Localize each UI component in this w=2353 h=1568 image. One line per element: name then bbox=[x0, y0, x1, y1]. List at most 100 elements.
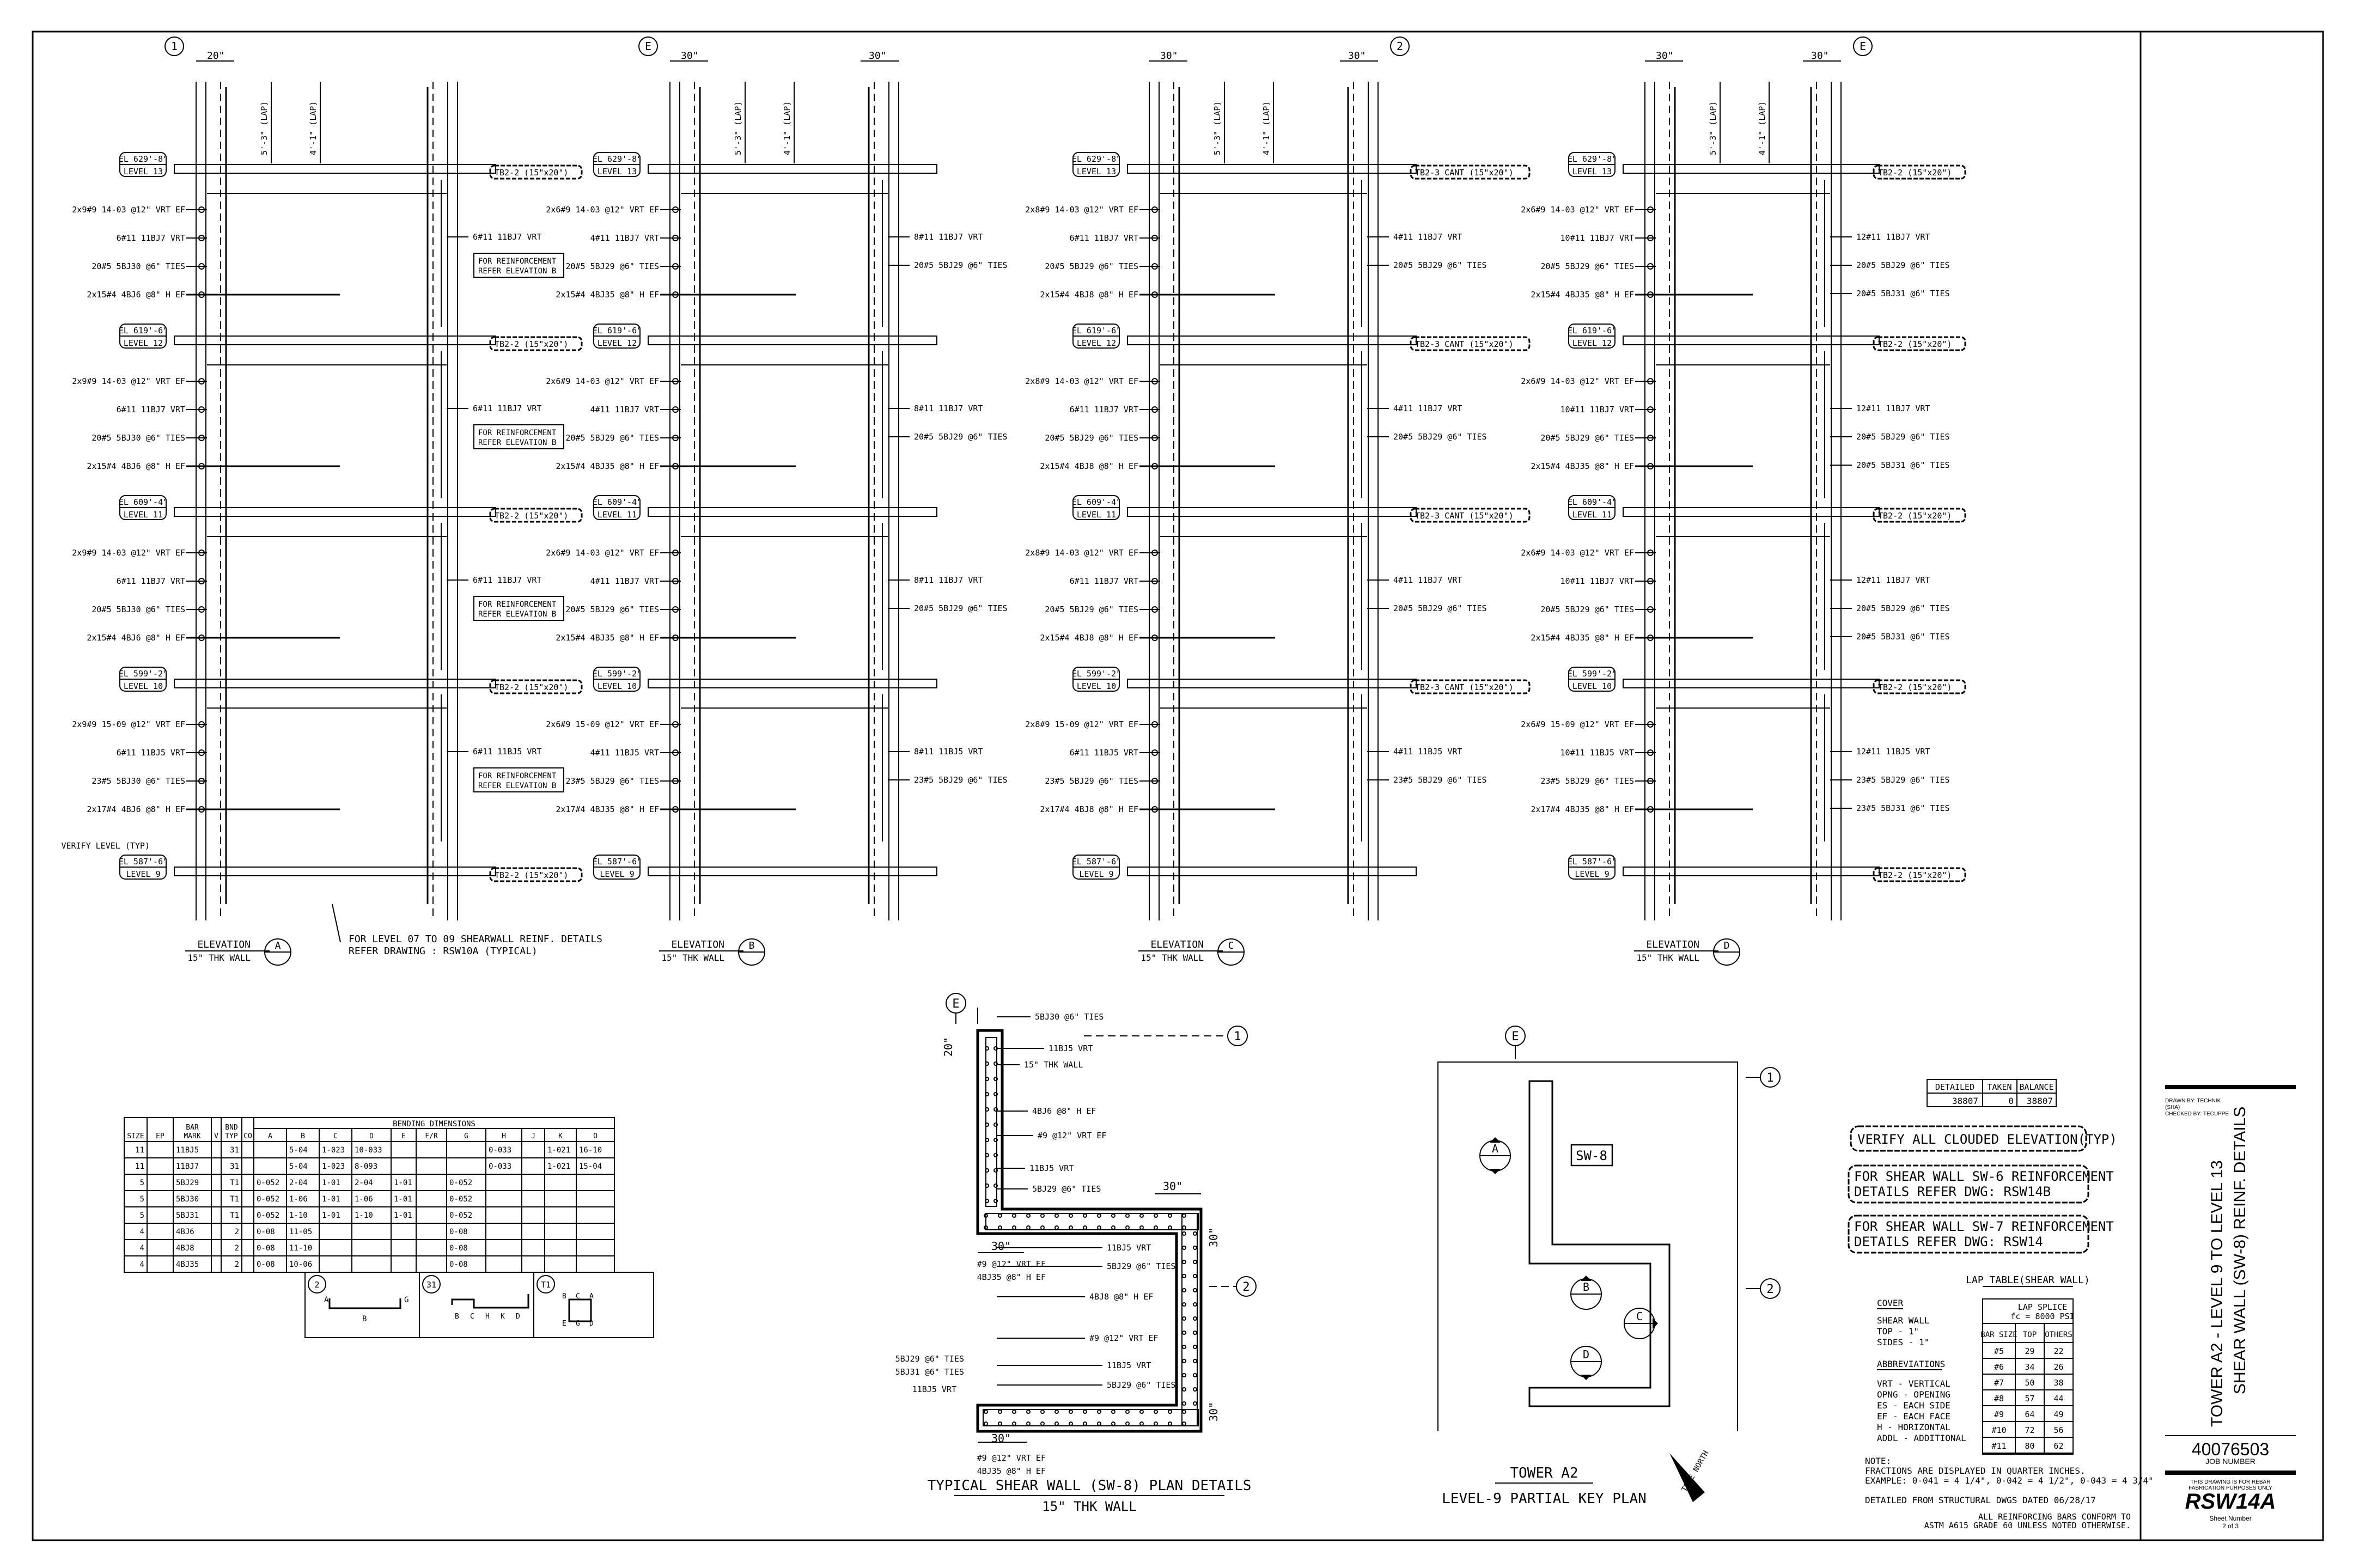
svg-text:G: G bbox=[404, 1296, 409, 1304]
level-name: LEVEL 12 bbox=[598, 338, 637, 348]
rebar-label-left: 2x8#9 14-03 @12" VRT EF bbox=[1025, 205, 1138, 215]
plan-label-left: 5BJ31 @6" TIES bbox=[895, 1367, 964, 1377]
level-tag: EL 629'-8"LEVEL 13 bbox=[1072, 152, 1121, 177]
level-name: LEVEL 9 bbox=[126, 869, 160, 879]
lap-cell: #7 bbox=[1994, 1378, 2004, 1388]
schedule-header: H bbox=[502, 1132, 506, 1140]
schedule-cell: 2 bbox=[235, 1244, 239, 1253]
lap-label: 5'-3" (LAP) bbox=[733, 101, 743, 155]
grid-bubble: 2 bbox=[1397, 40, 1403, 53]
rebar-label-left: 2x15#4 4BJ35 @8" H EF bbox=[556, 633, 659, 643]
schedule-header: V bbox=[214, 1132, 218, 1140]
level-tag: EL 619'-6"LEVEL 12 bbox=[1568, 324, 1617, 349]
plan-detail: E 1 2 20" 30" 30" 30" 30" 30" 5BJ30 @6" … bbox=[895, 993, 1257, 1514]
rebar-label-right: 4#11 11BJ7 VRT bbox=[1393, 232, 1462, 242]
rebar-label-left: 2x6#9 15-09 @12" VRT EF bbox=[546, 719, 659, 729]
rebar-label-left: 2x8#9 15-09 @12" VRT EF bbox=[1025, 719, 1138, 729]
note-box-line: REFER ELEVATION B bbox=[478, 438, 556, 447]
lap-cell: #10 bbox=[1991, 1425, 2006, 1435]
rebar-label-left: 6#11 11BJ5 VRT bbox=[117, 748, 185, 758]
svg-text:ABBREVIATIONS: ABBREVIATIONS bbox=[1877, 1359, 1945, 1369]
rebar-label-left: 10#11 11BJ7 VRT bbox=[1560, 405, 1634, 414]
lap-label: 5'-3" (LAP) bbox=[1708, 101, 1718, 155]
plan-label-right: 5BJ29 @6" TIES bbox=[1032, 1184, 1101, 1194]
plan-grid-1: 1 bbox=[1234, 1030, 1241, 1044]
plan-subtitle: 15" THK WALL bbox=[1042, 1499, 1136, 1514]
rebar-label-right: 20#5 5BJ29 @6" TIES bbox=[1856, 603, 1950, 613]
rebar-label-right: 6#11 11BJ7 VRT bbox=[473, 232, 541, 242]
schedule-cell: 5 bbox=[140, 1211, 144, 1220]
svg-text:NOTE:: NOTE: bbox=[1865, 1456, 1891, 1466]
svg-text:DETAILED FROM STRUCTURAL DWGS: DETAILED FROM STRUCTURAL DWGS DATED 06/2… bbox=[1865, 1495, 2096, 1505]
svg-text:DRAWN BY: TECHNIK: DRAWN BY: TECHNIK bbox=[2165, 1098, 2221, 1104]
lap-label: 4'-1" (LAP) bbox=[308, 101, 318, 155]
schedule-header: TYP bbox=[225, 1132, 238, 1140]
schedule-header: SIZE bbox=[127, 1132, 144, 1140]
verify-note: VERIFY ALL CLOUDED ELEVATION(TYP) bbox=[1857, 1132, 2117, 1147]
svg-text:E: E bbox=[562, 1320, 566, 1328]
lap-cell: 50 bbox=[2025, 1378, 2034, 1388]
rebar-label-left: 2x15#4 4BJ35 @8" H EF bbox=[556, 290, 659, 300]
note-box-line: REFER ELEVATION B bbox=[478, 782, 556, 790]
key-tag-d: D bbox=[1570, 1346, 1602, 1380]
lap-table: LAP TABLE(SHEAR WALL) LAP SPLICE fc = 80… bbox=[1966, 1274, 2090, 1455]
svg-text:DETAILED: DETAILED bbox=[1935, 1082, 1974, 1092]
level-name: LEVEL 13 bbox=[598, 167, 637, 176]
top-dim: 30" bbox=[1160, 50, 1178, 62]
rebar-label-left: 20#5 5BJ29 @6" TIES bbox=[1045, 605, 1138, 614]
schedule-cell: 4 bbox=[140, 1244, 144, 1253]
rebar-label-left: 20#5 5BJ30 @6" TIES bbox=[92, 605, 185, 614]
level-tag: EL 619'-6"LEVEL 12 bbox=[119, 324, 168, 349]
svg-text:VRT - VERTICAL: VRT - VERTICAL bbox=[1877, 1378, 1950, 1389]
top-dim: 30" bbox=[1348, 50, 1366, 62]
rebar-label-left: 2x6#9 14-03 @12" VRT EF bbox=[1521, 548, 1634, 558]
schedule-cell: 1-01 bbox=[394, 1195, 412, 1204]
grid-bubble: E bbox=[1860, 40, 1866, 53]
level-tag: EL 599'-2"LEVEL 10 bbox=[1568, 667, 1617, 692]
level-elevation: EL 609'-4" bbox=[593, 497, 642, 507]
level-name: LEVEL 13 bbox=[1077, 167, 1116, 176]
key-wall-label: SW-8 bbox=[1576, 1148, 1607, 1163]
svg-text:A: A bbox=[589, 1292, 594, 1301]
schedule-cell: 1-01 bbox=[322, 1195, 340, 1204]
svg-text:COVER: COVER bbox=[1877, 1298, 1904, 1308]
note-box-line: FOR REINFORCEMENT bbox=[478, 257, 557, 266]
beam-label: TB2-3 CANT (15"x20") bbox=[1415, 511, 1514, 521]
schedule-cell: 1-021 bbox=[547, 1162, 570, 1171]
schedule-cell: 11BJ5 bbox=[176, 1146, 199, 1155]
lap-cell: 34 bbox=[2025, 1362, 2034, 1372]
rebar-label-left: 4#11 11BJ7 VRT bbox=[590, 405, 659, 414]
rebar-label-right: 20#5 5BJ29 @6" TIES bbox=[1393, 432, 1487, 442]
schedule-cell: 1-01 bbox=[394, 1179, 412, 1187]
svg-text:B: B bbox=[362, 1315, 367, 1323]
svg-text:B: B bbox=[562, 1292, 566, 1301]
svg-text:0: 0 bbox=[2008, 1096, 2014, 1106]
rebar-label-right: 12#11 11BJ7 VRT bbox=[1856, 575, 1930, 585]
lap-cell: 62 bbox=[2053, 1441, 2063, 1451]
svg-text:H: H bbox=[485, 1313, 490, 1321]
schedule-cell: 31 bbox=[230, 1146, 239, 1155]
schedule-header: O bbox=[593, 1132, 598, 1140]
schedule-cell: 2 bbox=[235, 1228, 239, 1236]
level-elevation: EL 629'-8" bbox=[593, 154, 642, 164]
svg-text:A: A bbox=[324, 1296, 329, 1304]
schedule-cell: 4 bbox=[140, 1260, 144, 1269]
shape-tag: T1 bbox=[541, 1280, 551, 1290]
rebar-label-left: 23#5 5BJ29 @6" TIES bbox=[565, 776, 659, 786]
job-number: 40076503 bbox=[2192, 1439, 2269, 1459]
beam-label: TB2-2 (15"x20") bbox=[1878, 339, 1952, 349]
clouded-notes: VERIFY ALL CLOUDED ELEVATION(TYP) FOR SH… bbox=[1848, 1125, 2117, 1254]
rebar-label-left: 10#11 11BJ5 VRT bbox=[1560, 748, 1634, 758]
level-elevation: EL 599'-2" bbox=[119, 669, 168, 679]
schedule-header: J bbox=[531, 1132, 535, 1140]
rebar-label-left: 2x17#4 4BJ6 @8" H EF bbox=[87, 804, 185, 814]
level-tag: EL 587'-6"LEVEL 9 bbox=[1568, 855, 1617, 880]
schedule-cell: 0-052 bbox=[449, 1211, 472, 1220]
elevation-subtitle: 15" THK WALL bbox=[1636, 953, 1699, 963]
schedule-cell: 4BJ6 bbox=[176, 1228, 194, 1236]
lap-label: 4'-1" (LAP) bbox=[1261, 101, 1271, 155]
level-tag: EL 609'-4"LEVEL 11 bbox=[593, 495, 642, 520]
schedule-header: EP bbox=[156, 1132, 164, 1140]
svg-text:JOB NUMBER: JOB NUMBER bbox=[2205, 1457, 2256, 1466]
beam-label: TB2-2 (15"x20") bbox=[495, 682, 568, 692]
